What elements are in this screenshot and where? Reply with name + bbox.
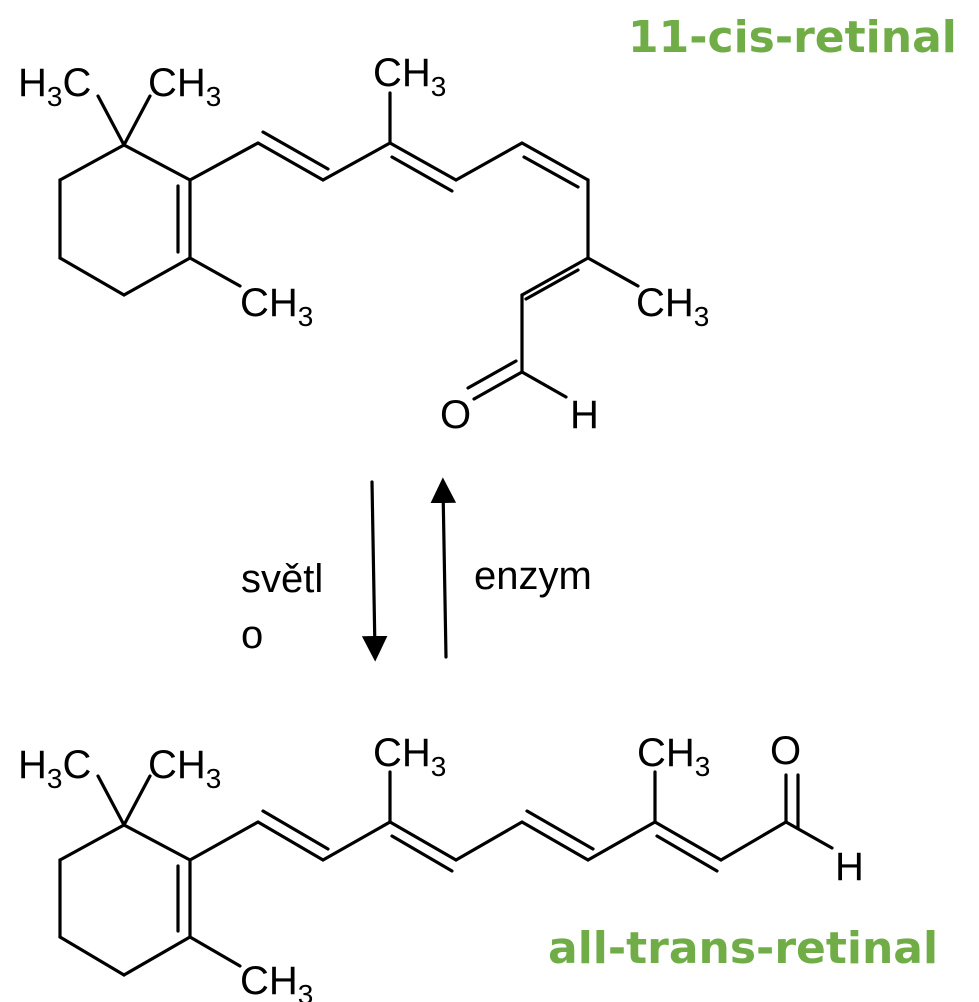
atom-label-h-top: H bbox=[570, 393, 599, 437]
atom-label-ch3-bottom-chain-1: CH3 bbox=[373, 731, 446, 782]
bond-b-chain-2b bbox=[261, 809, 330, 851]
bond-carbonyl-b bbox=[466, 359, 518, 390]
label-light-line1: světl bbox=[241, 557, 323, 601]
atom-label-h3c-bottom-left: H3C bbox=[18, 743, 91, 794]
bond-b-chain-8a bbox=[653, 820, 723, 862]
svg-text:CH3: CH3 bbox=[240, 281, 313, 332]
atom-label-ch3-bottom-chain-2: CH3 bbox=[637, 731, 710, 782]
bond-b-chain-6a bbox=[520, 820, 590, 862]
atom-label-ch3-top-c13: CH3 bbox=[636, 281, 709, 332]
bond-chain-8b bbox=[524, 268, 580, 301]
bond-aldehyde-h bbox=[520, 370, 568, 399]
bond-b-aldehyde-h bbox=[784, 820, 834, 850]
svg-text:CH3: CH3 bbox=[373, 51, 446, 102]
atom-label-ch3-top-gem: CH3 bbox=[148, 61, 221, 112]
bond-ring-5 bbox=[122, 143, 192, 182]
title-11-cis-retinal: 11-cis-retinal bbox=[628, 12, 957, 63]
bond-b-chain-8b bbox=[655, 834, 719, 873]
bond-ring-methyl bbox=[188, 256, 242, 288]
bond-chain-5 bbox=[454, 141, 524, 182]
bond-chain-methyl-2 bbox=[586, 256, 640, 288]
bond-b-ring-3 bbox=[58, 935, 126, 977]
label-enzyme: enzym bbox=[474, 554, 592, 598]
bond-ring-4 bbox=[122, 256, 192, 297]
bond-b-chain-2a bbox=[256, 820, 325, 862]
bond-chain-1 bbox=[188, 141, 260, 182]
svg-text:H3C: H3C bbox=[18, 61, 91, 112]
bond-b-chain-1 bbox=[188, 820, 260, 862]
atom-label-ch3-bottom-gem: CH3 bbox=[148, 743, 221, 794]
bond-chain-6b bbox=[522, 155, 580, 189]
bond-ring-3 bbox=[58, 256, 126, 297]
bond-methyl-left bbox=[96, 94, 126, 147]
bond-ring-1 bbox=[58, 143, 126, 182]
atom-label-h3c-top-left: H3C bbox=[18, 61, 91, 112]
atom-label-ch3-top-ring: CH3 bbox=[240, 281, 313, 332]
molecule-11-cis-retinal bbox=[58, 91, 640, 401]
bond-b-ring-5 bbox=[122, 823, 192, 862]
arrow-reverse bbox=[430, 477, 457, 659]
arrow-forward bbox=[361, 480, 388, 662]
bond-carbonyl-a bbox=[472, 370, 524, 401]
bond-b-ring-methyl bbox=[188, 935, 242, 968]
bond-b-chain-5 bbox=[454, 820, 524, 862]
atom-label-ch3-bottom-ring: CH3 bbox=[240, 959, 313, 1002]
bond-b-methyl-right bbox=[122, 774, 152, 827]
svg-text:CH3: CH3 bbox=[240, 959, 313, 1002]
svg-text:CH3: CH3 bbox=[148, 743, 221, 794]
bond-b-chain-6b bbox=[525, 809, 595, 851]
bond-methyl-right bbox=[122, 94, 152, 147]
bond-chain-2b bbox=[261, 130, 330, 171]
atom-label-h-bottom: H bbox=[835, 845, 864, 889]
atom-label-ch3-top-chain: CH3 bbox=[373, 51, 446, 102]
bond-b-methyl-left bbox=[96, 774, 126, 827]
bond-chain-3 bbox=[321, 141, 392, 182]
bond-chain-8a bbox=[520, 256, 590, 297]
bond-chain-6a bbox=[520, 141, 590, 182]
bond-b-chain-9 bbox=[719, 820, 788, 862]
svg-text:CH3: CH3 bbox=[373, 731, 446, 782]
svg-text:CH3: CH3 bbox=[636, 281, 709, 332]
svg-text:CH3: CH3 bbox=[637, 731, 710, 782]
atom-label-o-top: O bbox=[440, 393, 471, 437]
bond-chain-2a bbox=[256, 141, 325, 182]
bond-b-chain-7 bbox=[586, 820, 657, 862]
title-all-trans-retinal: all-trans-retinal bbox=[548, 923, 938, 974]
bond-b-chain-4a bbox=[388, 820, 458, 862]
atom-label-o-bottom: O bbox=[770, 729, 801, 773]
label-light-line2: o bbox=[241, 613, 263, 657]
bond-b-chain-4b bbox=[390, 834, 454, 873]
bond-chain-4a bbox=[388, 141, 458, 182]
bond-chain-4b bbox=[390, 155, 454, 193]
bond-b-chain-3 bbox=[321, 820, 392, 862]
molecule-all-trans-retinal bbox=[58, 770, 834, 977]
svg-text:H3C: H3C bbox=[18, 743, 91, 794]
bond-b-ring-4 bbox=[122, 935, 192, 977]
bond-b-ring-1 bbox=[58, 823, 126, 862]
svg-text:CH3: CH3 bbox=[148, 61, 221, 112]
